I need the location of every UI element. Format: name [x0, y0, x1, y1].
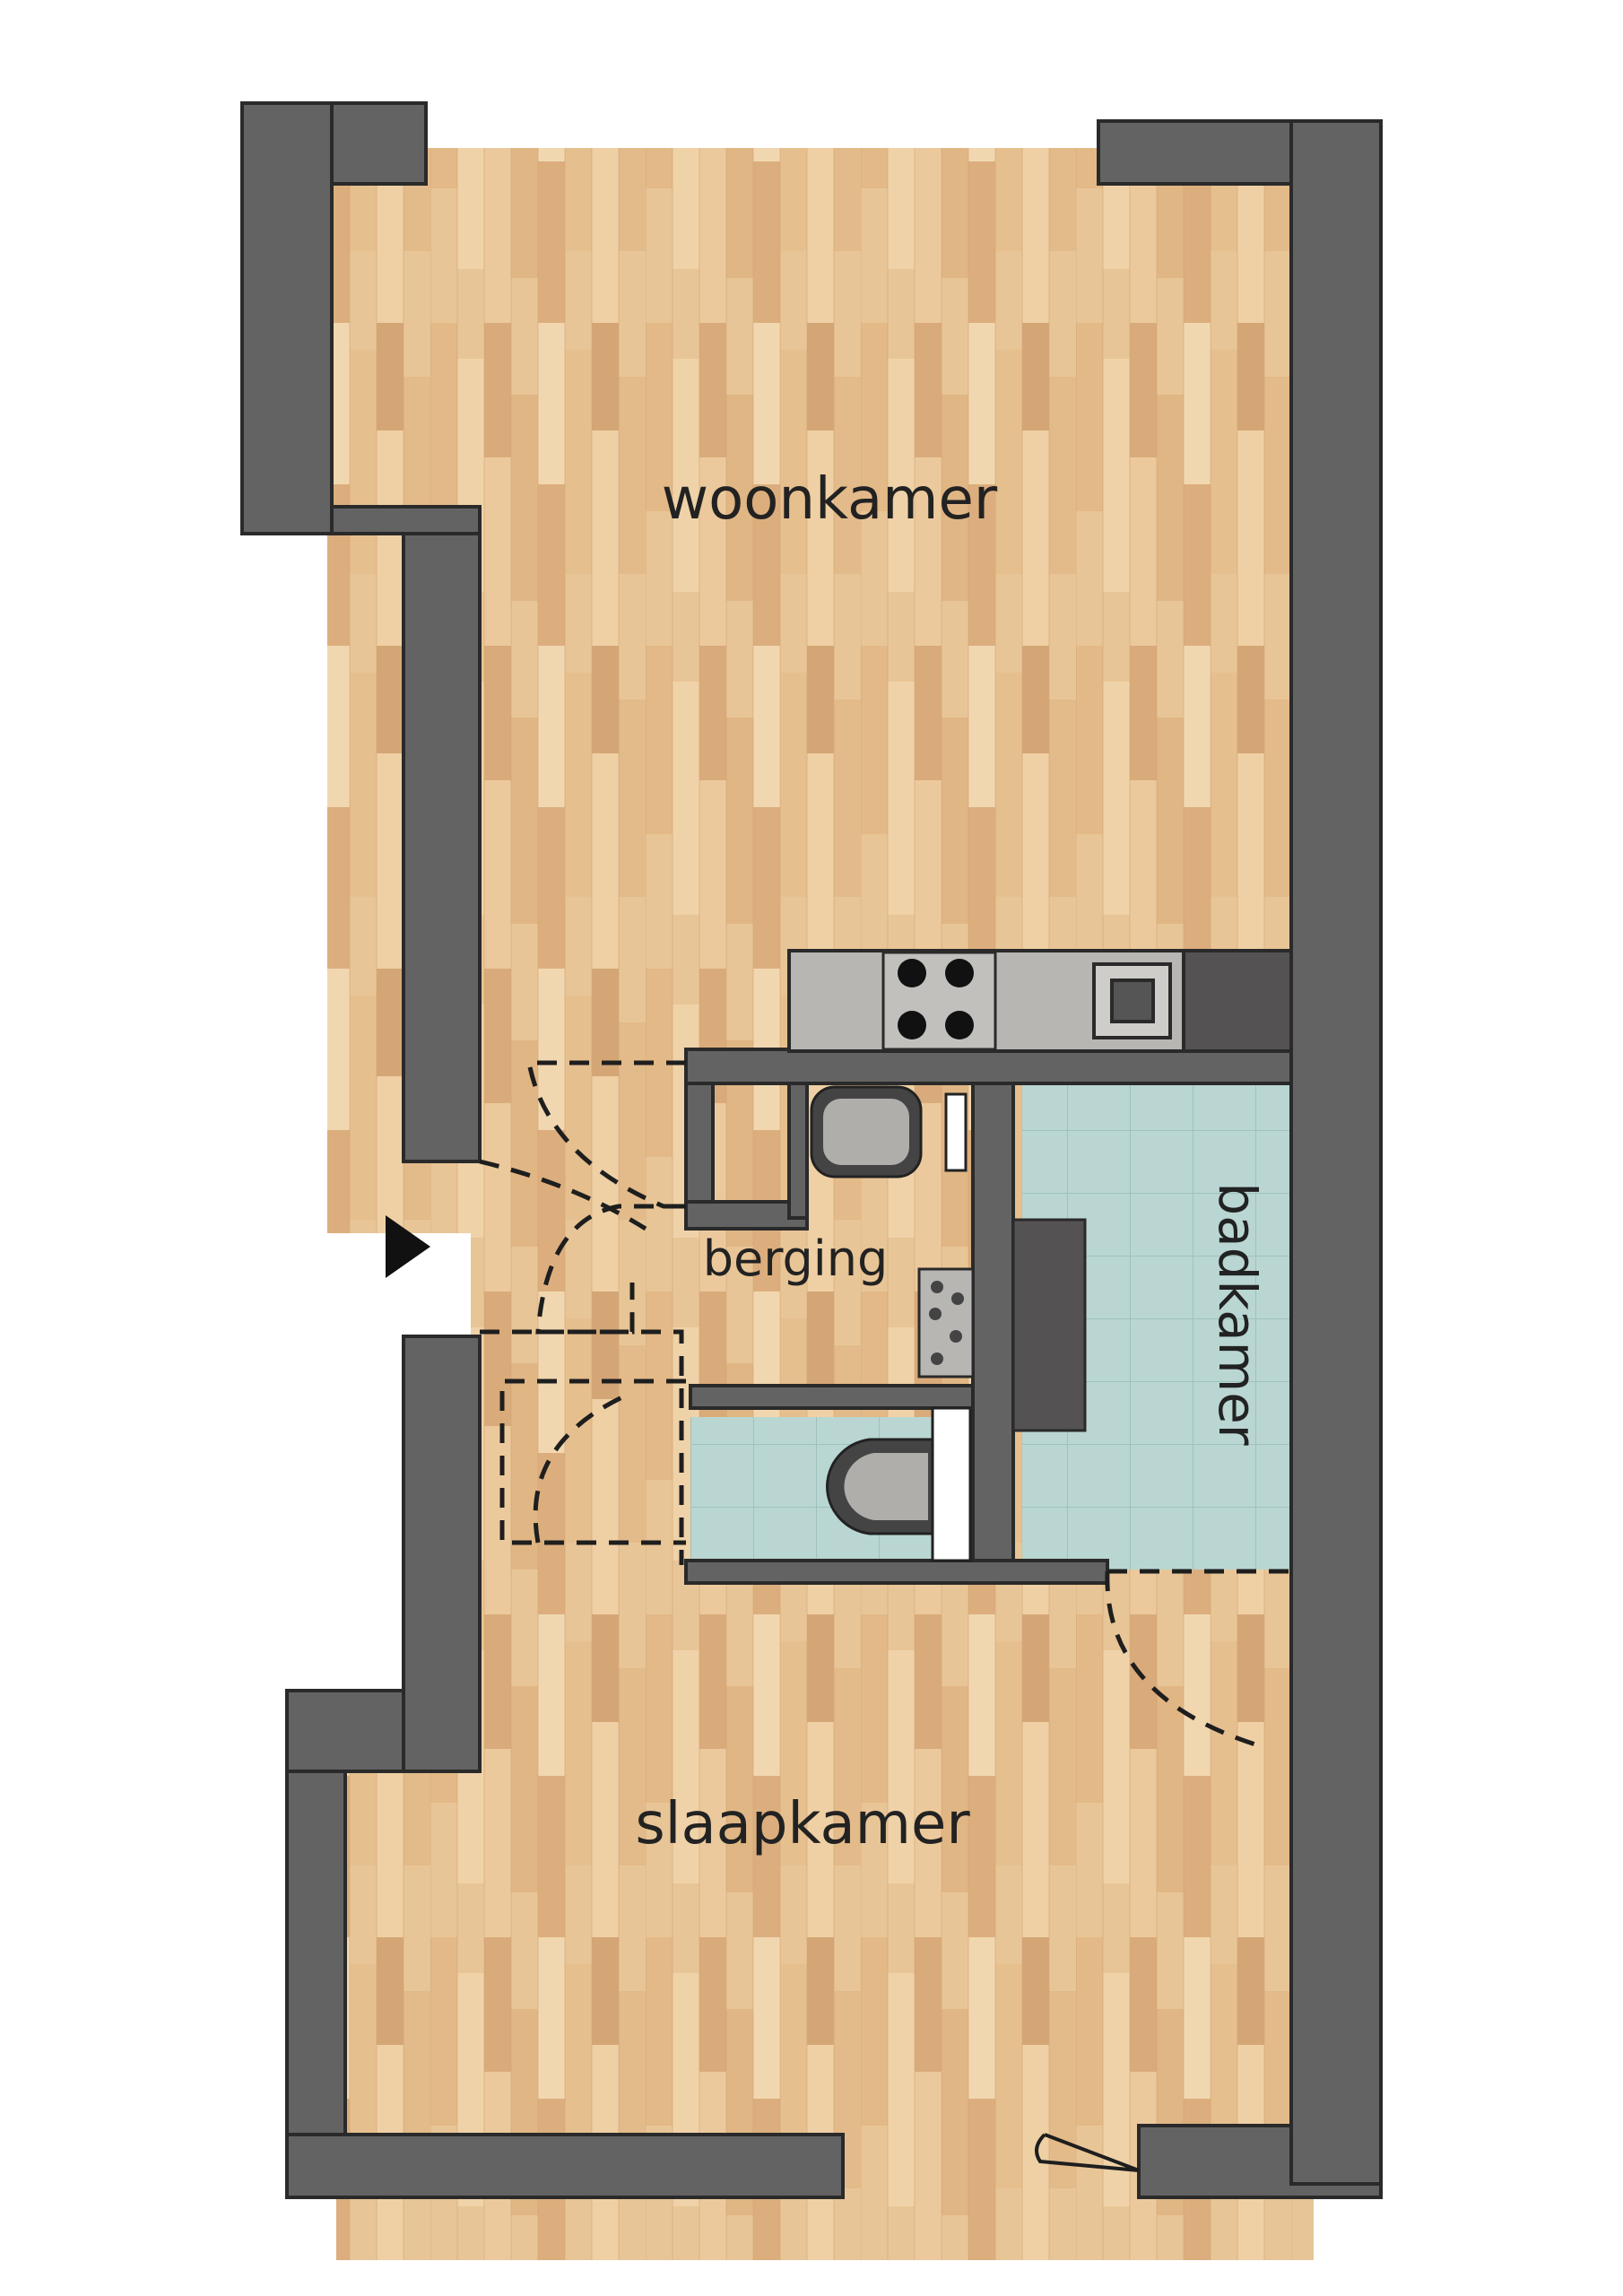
- water-heater-icon: [917, 1267, 975, 1378]
- wall-kitchen-bottom: [684, 1048, 1293, 1085]
- wall-left-bottom: [285, 1770, 347, 2199]
- sink-icon: [1092, 962, 1172, 1039]
- kitchen-dark-cabinet: [1182, 949, 1293, 1053]
- wall-top-left-return: [330, 101, 428, 186]
- wall-lower-inner: [684, 1559, 1109, 1585]
- label-woonkamer: woonkamer: [662, 466, 998, 533]
- door-swings: [479, 1060, 1291, 1747]
- washbasin-icon: [810, 1085, 968, 1178]
- wall-toilet-top: [689, 1384, 975, 1410]
- triangle-right-icon: [386, 1215, 430, 1278]
- label-badkamer: badkamer: [1207, 1182, 1268, 1445]
- label-berging: berging: [703, 1231, 889, 1287]
- kitchen-unit: [787, 949, 1293, 1053]
- wall-top-right: [1097, 119, 1293, 186]
- wall-left-middle: [402, 532, 482, 1163]
- label-slaapkamer: slaapkamer: [635, 1791, 970, 1857]
- wall-left-lower: [402, 1335, 482, 1773]
- wall-berging-top: [684, 1082, 715, 1206]
- toilet-icon: [826, 1406, 972, 1562]
- wall-right: [1289, 119, 1383, 2186]
- door-bottom: [1035, 2133, 1140, 2172]
- walls: [240, 101, 1383, 2199]
- wall-bath-divider: [971, 1082, 1015, 1574]
- bath-fixture: [1011, 1218, 1087, 1432]
- wall-sink-niche: [787, 1082, 809, 1220]
- wall-bottom-left: [285, 2133, 845, 2199]
- wall-left-top: [240, 101, 334, 535]
- wall-left-step: [330, 505, 482, 535]
- wall-left-bottom-step: [285, 1689, 405, 1773]
- stove-hob-icon: [881, 951, 997, 1051]
